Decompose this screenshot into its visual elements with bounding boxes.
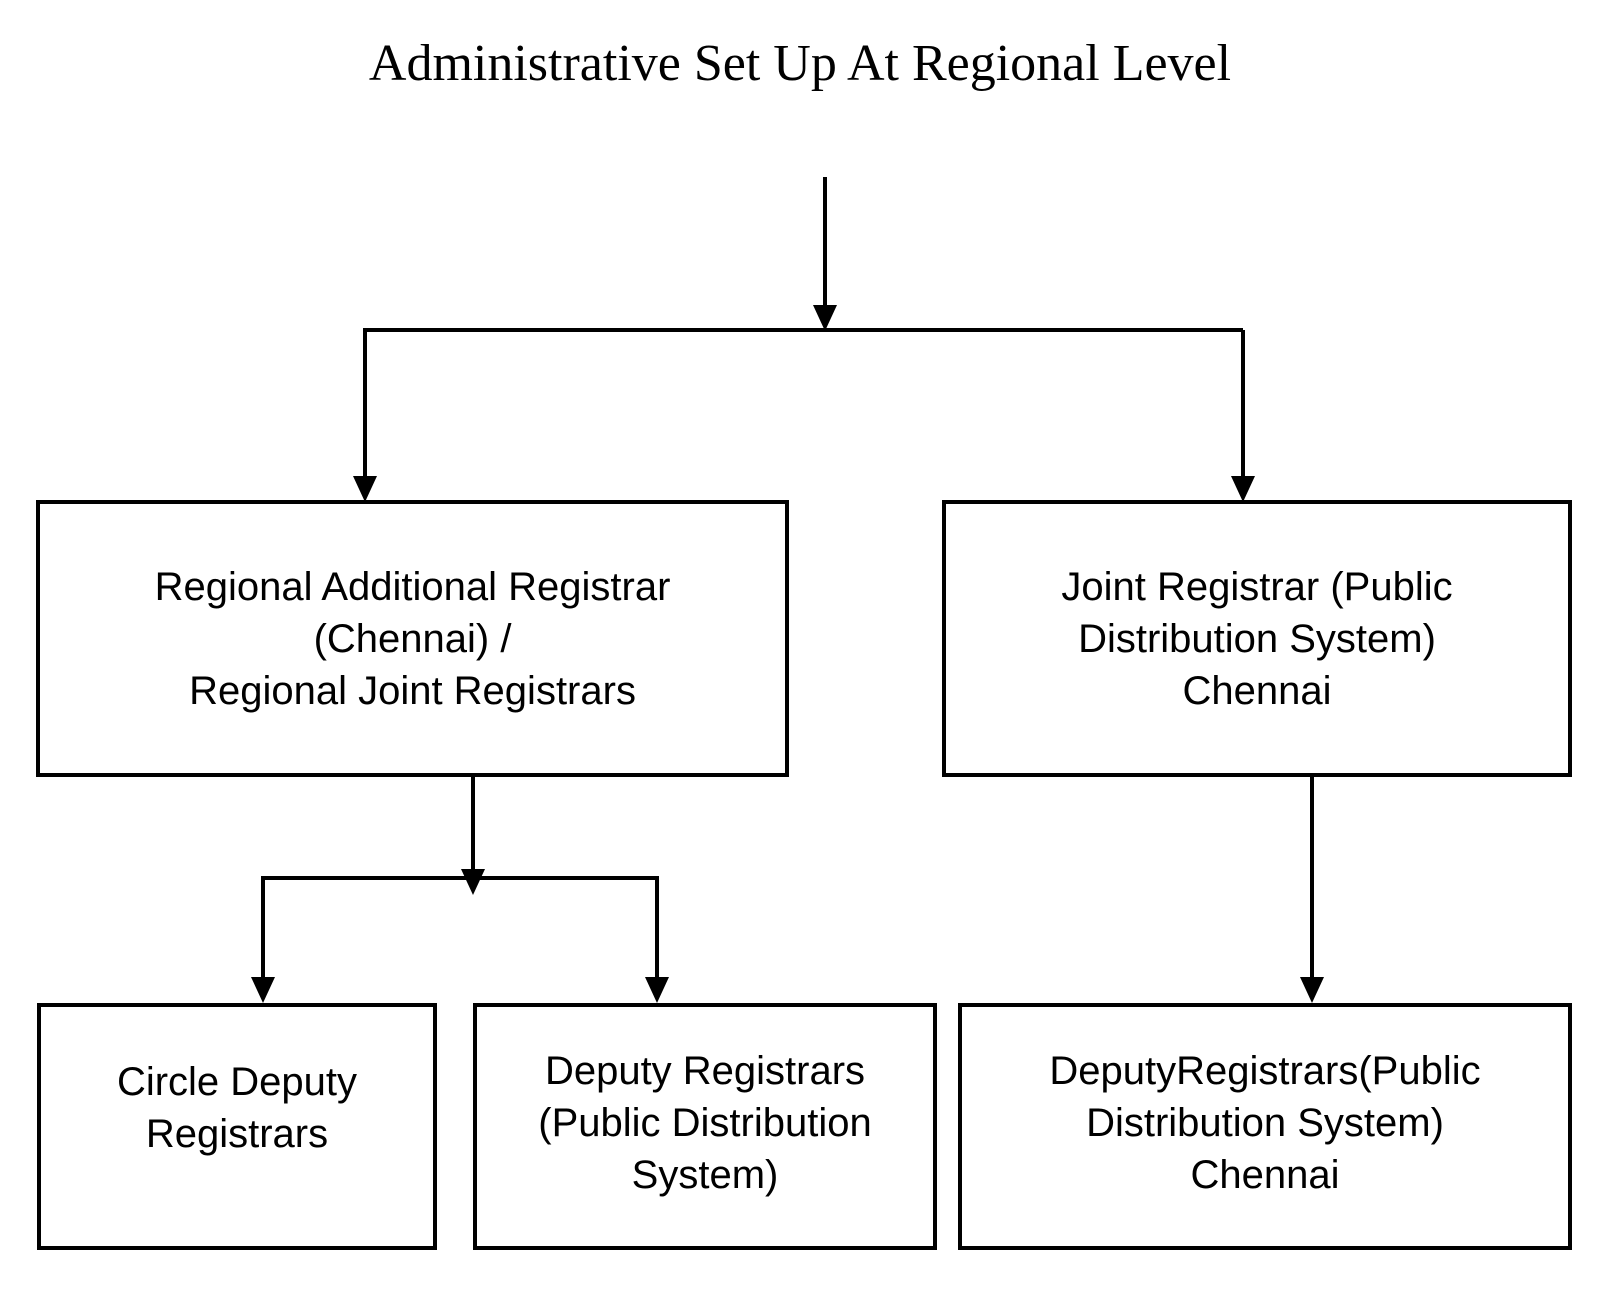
node-label-line: Chennai <box>1190 1152 1340 1197</box>
connector-split-horizontal-line <box>261 876 659 880</box>
node-label-line: System) <box>631 1152 779 1197</box>
node-deputy-registrars-pds-chennai: DeputyRegistrars(Public Distribution Sys… <box>958 1003 1572 1250</box>
connector-split-left-vertical-line <box>261 878 265 978</box>
node-label-line: Regional Joint Registrars <box>189 668 636 713</box>
node-label-line: Registrars <box>145 1111 329 1156</box>
node-label-line: Regional Additional Registrar <box>154 564 671 609</box>
node-label-line: (Chennai) / <box>313 616 512 661</box>
arrowhead-into-bottom-right-box <box>1300 977 1324 1003</box>
arrowhead-into-bottom-left-box <box>251 977 275 1003</box>
arrowhead-into-top-left-box <box>353 476 377 502</box>
connector-split-right-vertical-line <box>655 878 659 978</box>
connector-main-branch-horizontal-line <box>363 328 1243 332</box>
node-label-line: Deputy Registrars <box>544 1048 866 1093</box>
connector-top-left-drop-line <box>471 777 475 870</box>
node-label-line: (Public Distribution <box>538 1100 872 1145</box>
node-circle-deputy-registrars: Circle Deputy Registrars <box>37 1003 437 1250</box>
connector-left-branch-vertical-line <box>363 330 367 476</box>
arrowhead-top-branch <box>813 305 837 331</box>
node-label-line: DeputyRegistrars(Public <box>1049 1048 1481 1093</box>
node-deputy-registrars-pds: Deputy Registrars (Public Distribution S… <box>473 1003 937 1250</box>
node-label-line: Joint Registrar (Public <box>1061 564 1453 609</box>
arrowhead-into-top-right-box <box>1231 476 1255 502</box>
node-label-line: Distribution System) <box>1086 1100 1444 1145</box>
node-label-line: Circle Deputy <box>116 1059 358 1104</box>
arrowhead-at-split-junction <box>461 869 485 895</box>
node-joint-registrar-pds-chennai: Joint Registrar (Public Distribution Sys… <box>942 500 1572 777</box>
arrowhead-into-bottom-middle-box <box>645 977 669 1003</box>
node-label-line: Chennai <box>1182 668 1332 713</box>
connector-top-right-drop-line <box>1310 777 1314 978</box>
connector-top-vertical-line <box>823 177 827 307</box>
node-label-line: Distribution System) <box>1078 616 1436 661</box>
node-regional-additional-registrar: Regional Additional Registrar (Chennai) … <box>36 500 789 777</box>
connector-right-branch-vertical-line <box>1241 330 1245 476</box>
diagram-title: Administrative Set Up At Regional Level <box>368 35 1232 92</box>
